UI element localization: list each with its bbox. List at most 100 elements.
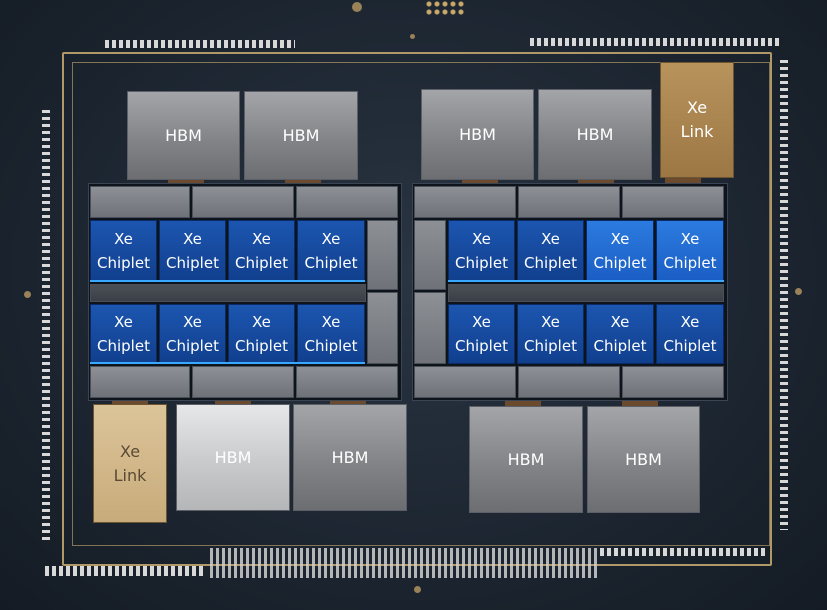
pad-column-right — [780, 60, 788, 530]
chiplet-label-line2: Chiplet — [235, 337, 288, 355]
chiplet-label-line1: Xe — [321, 313, 341, 331]
chiplet-label-line1: Xe — [114, 313, 133, 331]
chiplet-label-line1: Xe — [472, 230, 491, 248]
chiplet-label-line1: Xe — [183, 313, 202, 331]
hbm-stack: HBM — [421, 89, 534, 180]
fiducial-small-top — [410, 34, 415, 39]
connector — [665, 178, 701, 186]
xe-link-label-line1: Xe — [119, 441, 141, 461]
chiplet-label-line2: Chiplet — [235, 254, 288, 272]
base-tile — [414, 292, 446, 364]
base-tile — [622, 186, 724, 218]
hbm-stack: HBM — [293, 404, 407, 511]
base-tile — [192, 366, 294, 398]
chiplet-label-line1: Xe — [321, 230, 341, 248]
hbm-label: HBM — [331, 448, 369, 467]
chiplet-label-line1: Xe — [252, 313, 271, 331]
chiplet-highlight — [90, 280, 365, 282]
chiplet-highlight — [448, 280, 724, 282]
base-tile — [448, 284, 724, 302]
chiplet-label-line1: Xe — [252, 230, 271, 248]
hbm-stack: HBM — [127, 91, 240, 180]
chiplet-label-line1: Xe — [472, 313, 491, 331]
chiplet-label-line1: Xe — [680, 313, 700, 331]
hbm-label: HBM — [576, 125, 614, 144]
xe-link-tile: Xe Link — [93, 404, 167, 523]
chiplet-label-line1: Xe — [183, 230, 202, 248]
base-tile — [414, 366, 516, 398]
hbm-label: HBM — [459, 125, 496, 144]
pad-row-bottom-center — [210, 548, 600, 578]
xe-link-label-line2: Link — [113, 465, 147, 485]
pad-cluster-top — [425, 0, 465, 16]
chiplet-label-line2: Chiplet — [593, 337, 647, 355]
pad-column-left — [42, 110, 50, 540]
connector — [462, 178, 498, 186]
xe-link-tile: Xe Link — [660, 62, 734, 178]
chiplet-label-line2: Chiplet — [663, 337, 717, 355]
base-tile — [296, 366, 398, 398]
chiplet-label-line2: Chiplet — [663, 254, 717, 272]
chiplet-label-line2: Chiplet — [97, 254, 150, 272]
chiplet-label-line2: Chiplet — [166, 337, 219, 355]
chiplet-label-line1: Xe — [680, 230, 700, 248]
connector — [112, 398, 148, 406]
chiplet-label-line2: Chiplet — [455, 254, 508, 272]
chiplet-label-line2: Chiplet — [97, 337, 150, 355]
base-tile — [518, 366, 620, 398]
pad-row-top-left — [105, 40, 295, 48]
hbm-stack: HBM — [244, 91, 358, 180]
base-tile — [90, 186, 190, 218]
fiducial-right — [795, 288, 802, 295]
connector — [285, 178, 321, 186]
chiplet-label-line2: Chiplet — [524, 337, 577, 355]
connector — [505, 398, 541, 406]
fiducial-bottom — [414, 586, 421, 593]
hbm-label: HBM — [507, 450, 545, 469]
base-tile — [518, 186, 620, 218]
chiplet-label-line1: Xe — [541, 230, 560, 248]
hbm-stack: HBM — [587, 406, 700, 513]
hbm-label: HBM — [165, 126, 202, 145]
substrate-trace-inner — [72, 62, 770, 546]
xe-link-label-line1: Xe — [686, 98, 708, 117]
chiplet-label-line1: Xe — [114, 230, 133, 248]
hbm-label: HBM — [625, 450, 662, 469]
chiplet-label-line1: Xe — [610, 313, 630, 331]
base-tile — [296, 186, 398, 218]
chiplet-label-line1: Xe — [610, 230, 630, 248]
chiplet-highlight — [90, 362, 365, 364]
base-tile — [414, 220, 446, 290]
base-tile — [367, 292, 398, 364]
hbm-stack: HBM — [469, 406, 583, 513]
fiducial-left — [24, 291, 31, 298]
chiplet-label-line2: Chiplet — [524, 254, 577, 272]
hbm-label: HBM — [214, 448, 252, 467]
base-tile — [90, 366, 190, 398]
chiplet-label-line2: Chiplet — [304, 254, 358, 272]
chiplet-label-line2: Chiplet — [304, 337, 358, 355]
hbm-stack: HBM — [176, 404, 290, 511]
base-tile — [622, 366, 724, 398]
xe-link-label-line2: Link — [680, 122, 714, 141]
hbm-label: HBM — [282, 126, 320, 145]
base-tile — [367, 220, 398, 290]
chiplet-label-line2: Chiplet — [455, 337, 508, 355]
pad-row-bottom-right — [600, 548, 765, 556]
chiplet-label-line2: Chiplet — [166, 254, 219, 272]
